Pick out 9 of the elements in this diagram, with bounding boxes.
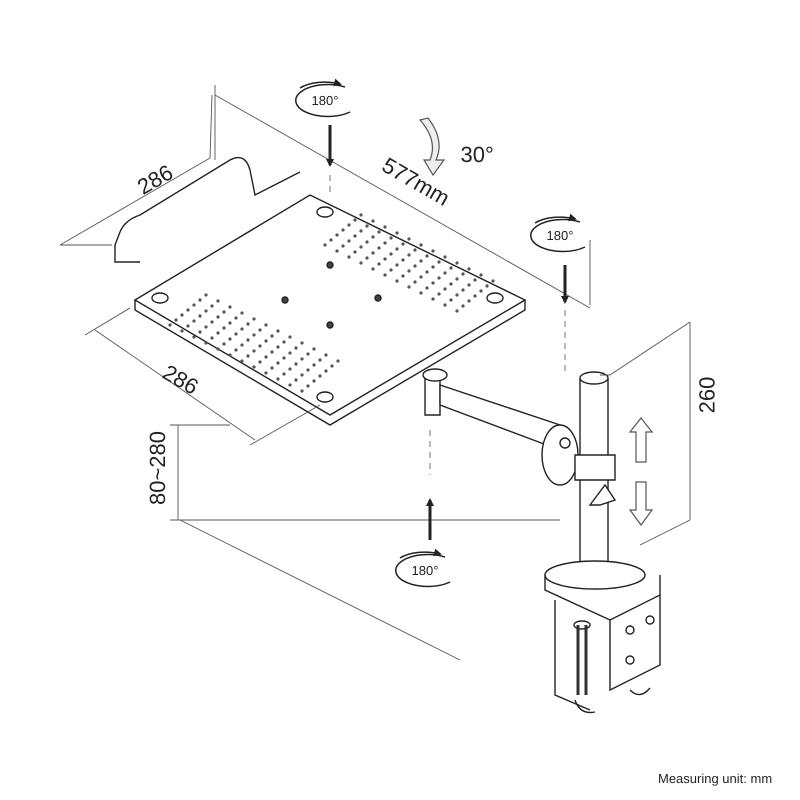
rotation-label: 180° (546, 228, 574, 242)
dimension-label: 286 (133, 161, 176, 199)
angle-label: 30° (460, 144, 494, 166)
dimension-label: 260 (696, 376, 718, 414)
dimension-label: 80~280 (147, 430, 170, 506)
rotation-label: 180° (312, 94, 338, 106)
dimension-label: 286 (158, 361, 202, 399)
unit-note: Measuring unit: mm (658, 772, 772, 784)
rotation-label: 180° (412, 564, 438, 576)
